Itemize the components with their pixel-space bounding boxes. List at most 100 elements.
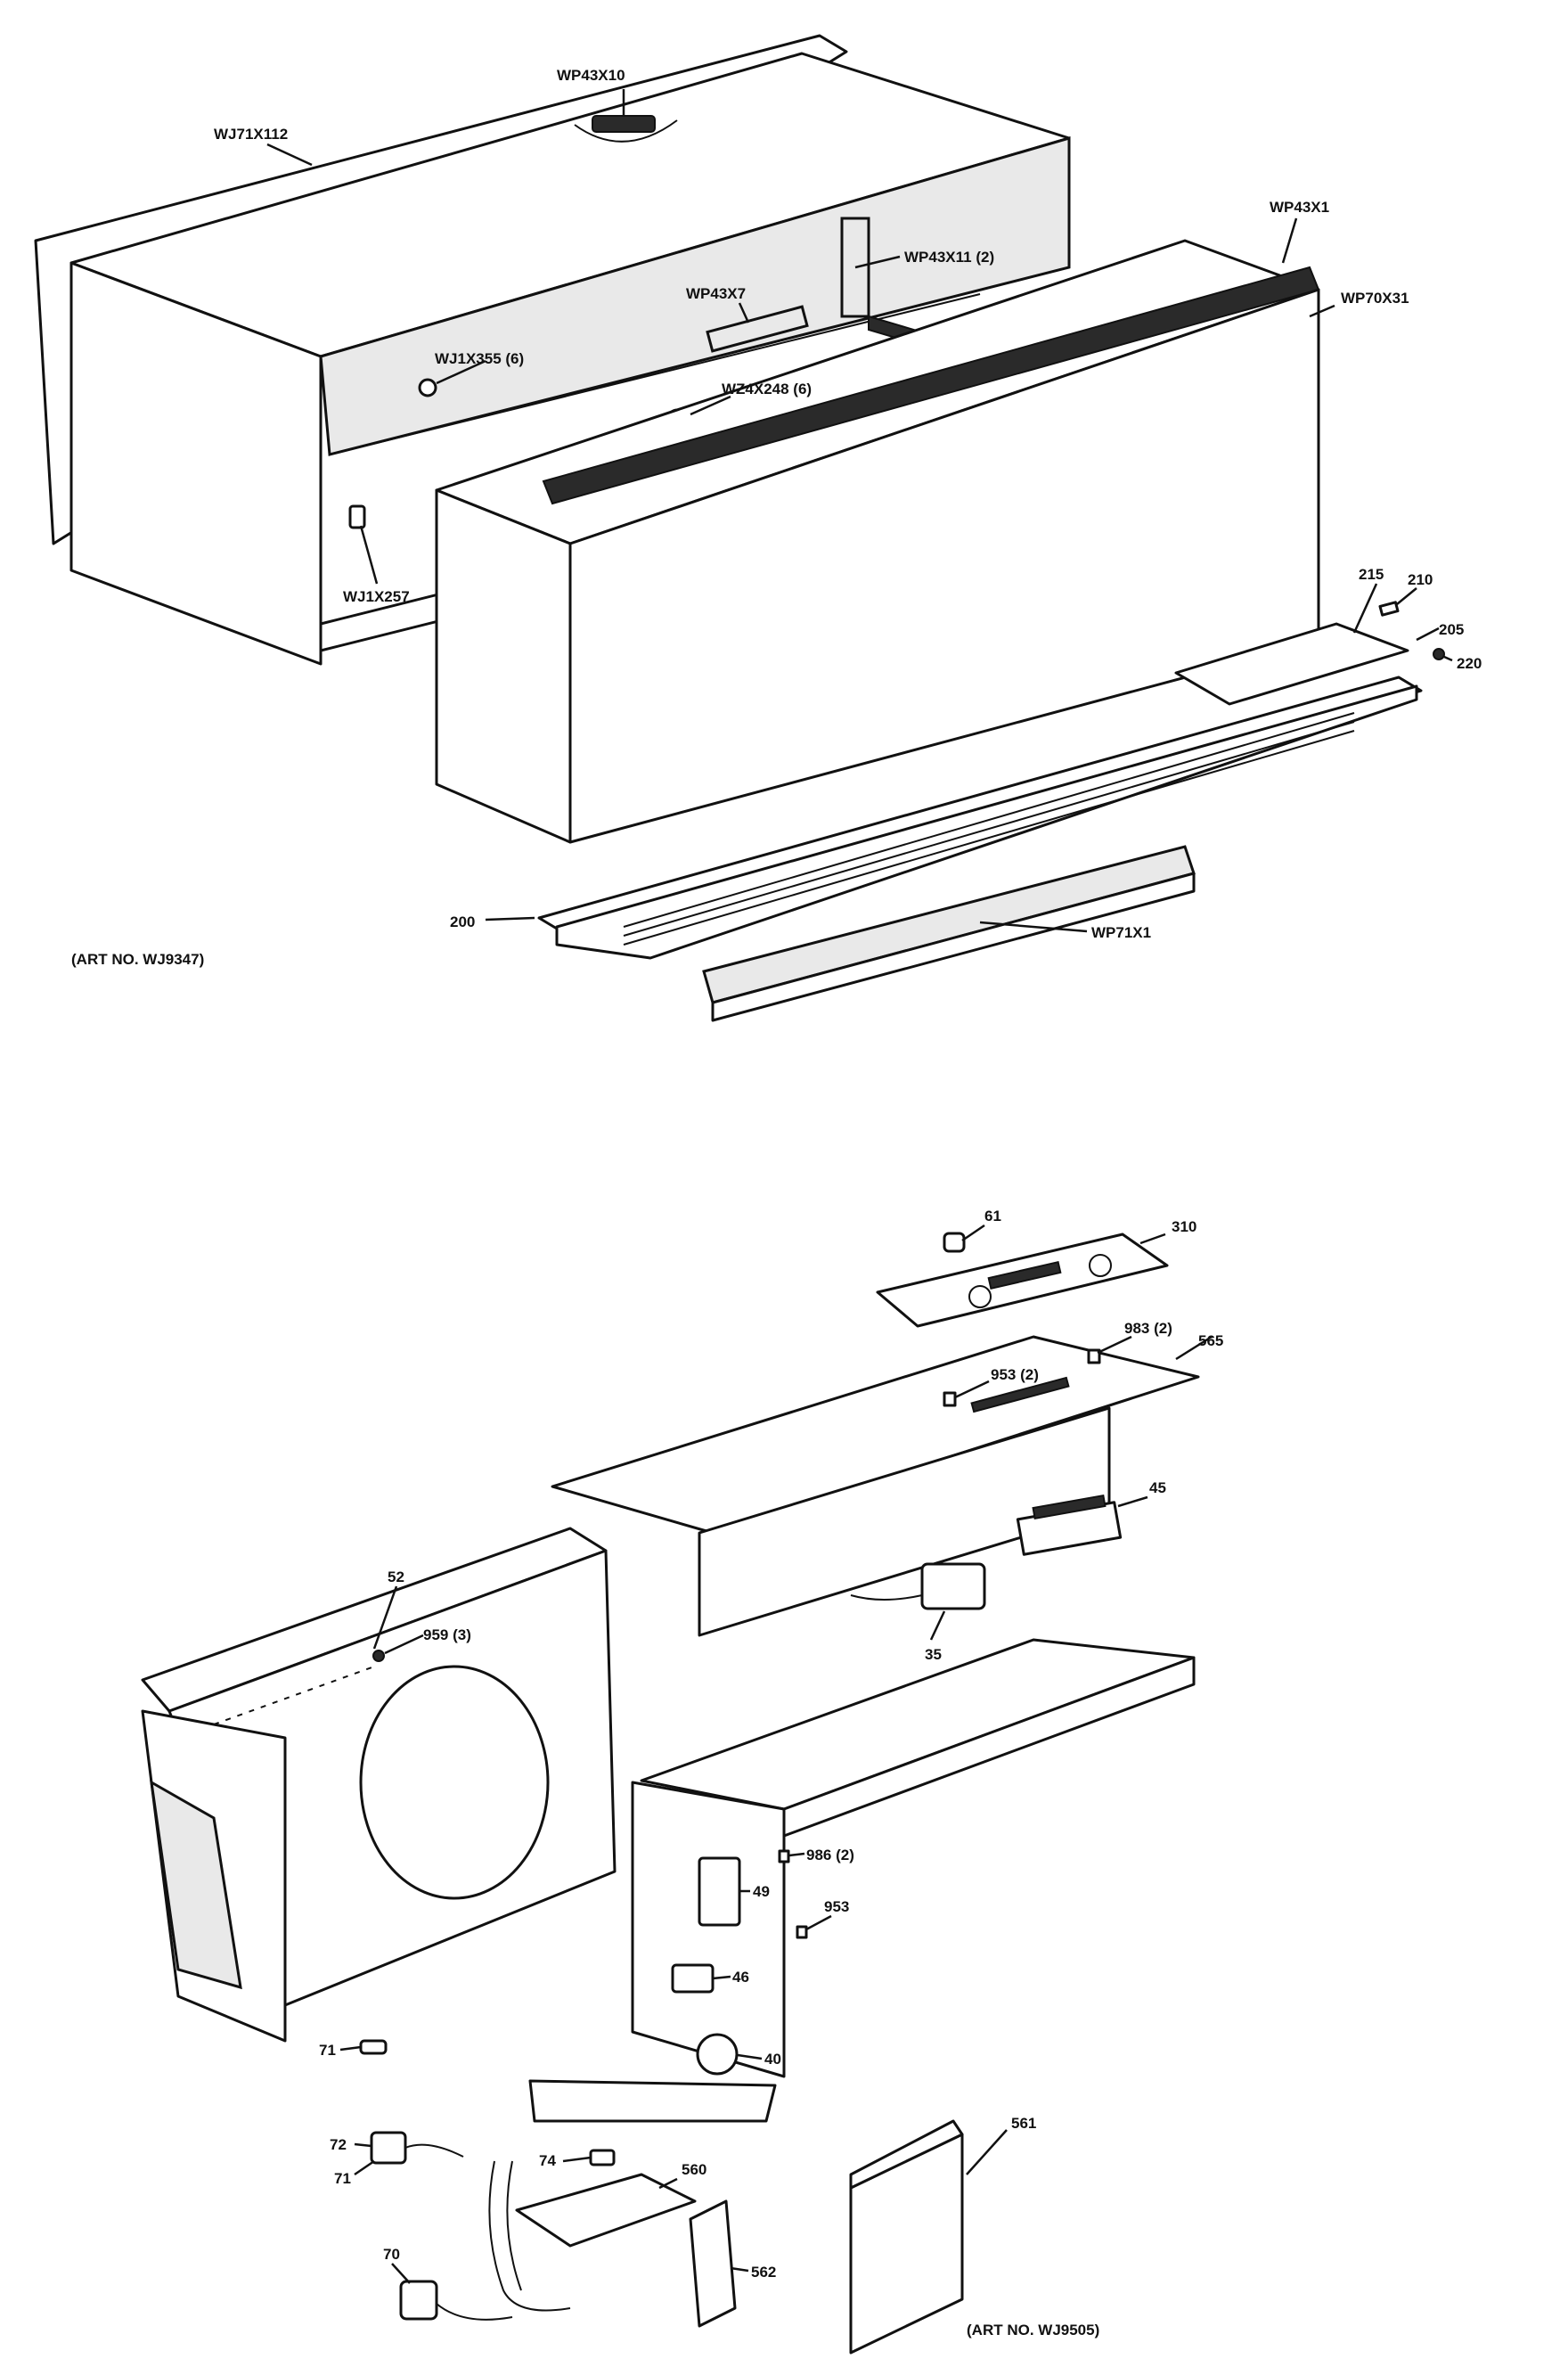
leader-959: [384, 1634, 424, 1655]
wall-sleeve-inside: [319, 136, 1071, 456]
art-number-top: (ART NO. WJ9347): [71, 951, 204, 968]
top-assembly: WJ71X112 WP43X10 WP43X1 WP43X11 (2) WP70…: [34, 34, 1482, 1022]
label-74: 74: [539, 2152, 556, 2169]
label-986: 986 (2): [806, 1847, 854, 1863]
label-wp43x1: WP43X1: [1270, 199, 1329, 216]
control-box-back: [631, 1781, 786, 2078]
leader-wp43x11: [854, 255, 901, 269]
label-49: 49: [753, 1883, 770, 1900]
relay-46: [671, 1963, 715, 1994]
label-61: 61: [984, 1208, 1001, 1224]
label-215: 215: [1359, 566, 1384, 583]
knob-61: [943, 1232, 966, 1253]
center-support: [706, 305, 809, 353]
label-35: 35: [925, 1646, 942, 1663]
leader-71a: [339, 2045, 362, 2052]
screw-986: [778, 1849, 790, 1863]
side-duct-inner: [150, 1780, 242, 1990]
control-hole-1: [968, 1285, 992, 1308]
label-wp70x31: WP70X31: [1341, 290, 1409, 307]
label-wp71x1: WP71X1: [1091, 924, 1151, 941]
leader-wz4x248: [690, 395, 731, 416]
label-561: 561: [1011, 2115, 1036, 2132]
fitting-959: [372, 1650, 385, 1662]
leader-wp70x31: [1309, 304, 1335, 318]
leader-986: [788, 1852, 805, 1857]
screw-210: [1378, 601, 1400, 617]
leader-220: [1443, 655, 1453, 662]
leader-562: [730, 2266, 749, 2273]
leader-561: [966, 2129, 1008, 2175]
leader-40: [737, 2053, 763, 2060]
label-71a: 71: [319, 2042, 336, 2059]
label-953a: 953 (2): [991, 1366, 1039, 1383]
leader-wp43x7: [738, 302, 750, 324]
label-wj1x257: WJ1X257: [343, 588, 410, 605]
plug-72: [370, 2131, 407, 2165]
nut-220: [1433, 648, 1445, 660]
perforation-row: [213, 1666, 375, 1725]
leader-210: [1396, 587, 1417, 605]
leader-wp71x1: [979, 921, 1088, 933]
leader-560: [658, 2177, 678, 2190]
grille-slot-3: [623, 730, 1355, 946]
bottom-assembly: 61 310 983 (2) 565 953 (2) 45 52 959 (3)…: [141, 1208, 1223, 2355]
label-560: 560: [682, 2161, 706, 2178]
leader-61: [961, 1224, 985, 1242]
control-door: [1174, 622, 1409, 706]
label-70: 70: [383, 2246, 400, 2263]
connector-71a: [359, 2039, 388, 2055]
screw-983: [1087, 1348, 1101, 1364]
control-cover-slots: [987, 1260, 1062, 1290]
grille-slot-2: [623, 721, 1355, 937]
power-cord: [436, 2303, 513, 2321]
clamp-74: [589, 2149, 616, 2166]
label-wp43x7: WP43X7: [686, 285, 746, 302]
leader-565: [1175, 1335, 1213, 1361]
leader-205: [1416, 627, 1440, 642]
capacitor-49: [698, 1856, 741, 1927]
cord-wire-2: [506, 2160, 522, 2291]
leader-70: [391, 2263, 411, 2284]
leader-35: [929, 1610, 946, 1641]
screw-953a: [943, 1391, 957, 1407]
grille-slot-1: [623, 712, 1355, 928]
control-hole-2: [1089, 1254, 1112, 1277]
label-71b: 71: [334, 2170, 351, 2187]
label-205: 205: [1439, 621, 1464, 638]
base-plate-560: [515, 2173, 697, 2248]
switch-40: [696, 2033, 739, 2076]
screw-wj1x355: [418, 378, 437, 397]
bracket-562: [689, 2199, 737, 2328]
thermostat-35: [920, 1562, 986, 1610]
label-562: 562: [751, 2264, 776, 2281]
art-number-bottom: (ART NO. WJ9505): [967, 2322, 1099, 2338]
leader-983: [1097, 1335, 1132, 1355]
screw-953b: [796, 1925, 808, 1939]
leader-wj1x355: [436, 359, 486, 385]
thermostat-bulb: [850, 1594, 923, 1601]
leader-52: [372, 1585, 398, 1650]
leader-953a: [954, 1380, 990, 1399]
label-565: 565: [1198, 1332, 1223, 1349]
label-983: 983 (2): [1124, 1320, 1172, 1337]
label-72: 72: [330, 2136, 347, 2153]
terminal-contacts: [1032, 1494, 1107, 1520]
control-box-right: [782, 1656, 1196, 1838]
label-200: 200: [450, 913, 475, 930]
leader-45: [1117, 1495, 1148, 1508]
leader-953b: [805, 1914, 832, 1931]
label-wz4x248: WZ4X248 (6): [722, 381, 812, 397]
front-panel-side: [435, 488, 572, 844]
label-52: 52: [388, 1568, 404, 1585]
label-wj71x112: WJ71X112: [214, 126, 288, 143]
leader-310: [1139, 1233, 1166, 1245]
side-cover-561-top: [849, 2119, 964, 2190]
leader-200: [485, 916, 535, 921]
front-grille-base: [711, 872, 1196, 1022]
sleeve-handle-recess: [574, 119, 678, 143]
label-wp43x11: WP43X11 (2): [904, 249, 994, 266]
label-wj1x355: WJ1X355 (6): [435, 350, 524, 367]
sleeve-handle: [592, 115, 656, 133]
